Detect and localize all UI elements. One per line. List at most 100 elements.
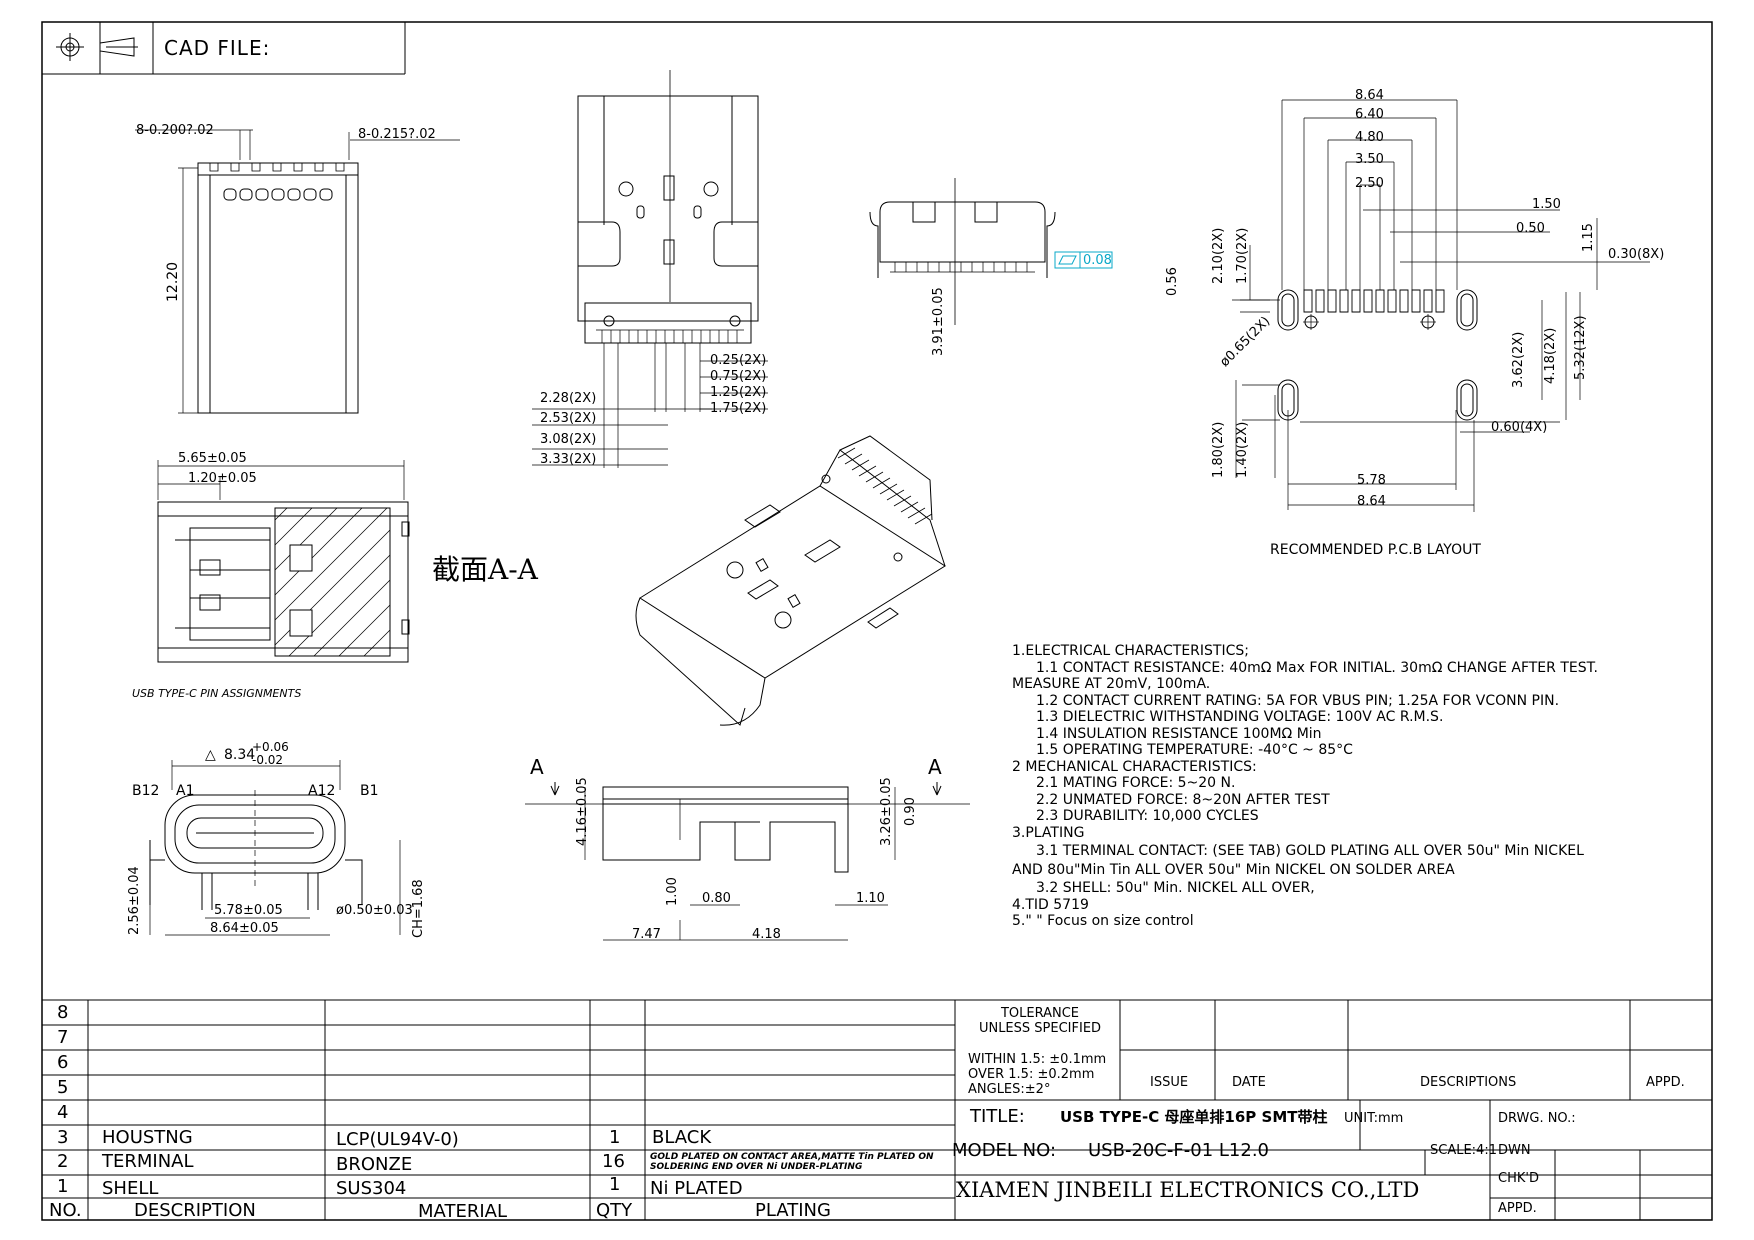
side-height: 3.91±0.05 — [931, 287, 946, 356]
note-line: AND 80u"Min Tin ALL OVER 50u" Min NICKEL… — [1012, 861, 1455, 878]
notes-block: 1.ELECTRICAL CHARACTERISTICS; 1.1 CONTAC… — [1012, 643, 1598, 930]
cad-file-label: CAD FILE: — [164, 36, 271, 60]
pcb-caption: RECOMMENDED P.C.B LAYOUT — [1270, 542, 1481, 558]
end-view-tol-minus: -0.02 — [252, 753, 284, 767]
pcb-left-dim-5: 1.80(2X) — [1211, 421, 1226, 478]
note-line: 3.1 TERMINAL CONTACT: (SEE TAB) GOLD PLA… — [1036, 843, 1584, 859]
pcb-bottom-dim-1: 5.78 — [1357, 473, 1386, 488]
section-width-1: 5.65±0.05 — [178, 451, 247, 466]
note-line: 2.2 UNMATED FORCE: 8~20N AFTER TEST — [1036, 791, 1330, 808]
pcb-top-dim-1: 8.64 — [1355, 88, 1384, 103]
top-view — [135, 130, 460, 413]
end-view-width: 8.34 — [224, 747, 256, 763]
front-dim-3: 1.25(2X) — [710, 385, 767, 400]
front-dim-1: 0.25(2X) — [710, 353, 767, 368]
bom-material: SUS304 — [336, 1178, 407, 1199]
pcb-top-dim-5: 2.50 — [1355, 176, 1384, 191]
front-dim-8: 3.33(2X) — [540, 452, 597, 467]
elevation-h2: 3.26±0.05 — [879, 777, 894, 846]
pcb-left-dim-1: 0.56 — [1165, 267, 1180, 296]
side-flatness: 0.08 — [1083, 253, 1112, 268]
end-view-tol-plus: +0.06 — [252, 740, 289, 754]
pcb-right-dim-2: 0.50 — [1516, 221, 1545, 236]
title-block-lines — [42, 1000, 1712, 1220]
descriptions-label: DESCRIPTIONS — [1420, 1075, 1517, 1090]
bom-plating: Ni PLATED — [650, 1178, 743, 1199]
elevation-l1: 7.47 — [632, 927, 661, 942]
note-line: 2.1 MATING FORCE: 5~20 N. — [1036, 775, 1236, 791]
unit-label: UNIT:mm — [1344, 1111, 1404, 1126]
note-line: MEASURE AT 20mV, 100mA. — [1012, 676, 1211, 692]
pcb-vert-dim-2: 4.18(2X) — [1543, 327, 1558, 384]
top-view-dim-left: 8-0.200?.02 — [136, 123, 214, 138]
bom-no: 2 — [57, 1151, 69, 1172]
appd-label: APPD. — [1646, 1075, 1685, 1090]
issue-label: ISSUE — [1150, 1075, 1189, 1090]
bom-no: 1 — [57, 1176, 69, 1197]
title-value: USB TYPE-C 母座单排16P SMT带柱 — [1060, 1108, 1328, 1126]
projection-symbol-icon — [56, 33, 138, 61]
model-no-label: MODEL NO: — [952, 1140, 1057, 1161]
bom-header-material: MATERIAL — [418, 1201, 507, 1222]
bom-plating: BLACK — [652, 1127, 712, 1148]
pcb-top-dim-3: 4.80 — [1355, 130, 1384, 145]
isometric-view — [636, 436, 945, 725]
top-view-dim-right: 8-0.215?.02 — [358, 127, 436, 142]
bom-plating: GOLD PLATED ON CONTACT AREA,MATTE Tin PL… — [650, 1152, 934, 1172]
bom-header-no: NO. — [49, 1200, 82, 1221]
note-line: 5." " Focus on size control — [1012, 913, 1194, 929]
section-arrow-a-left: A — [530, 755, 544, 779]
bom-qty: 16 — [602, 1151, 625, 1172]
note-line: 2.3 DURABILITY: 10,000 CYCLES — [1036, 808, 1259, 824]
sheet-border — [42, 22, 1712, 1220]
company-name: XIAMEN JINBEILI ELECTRONICS CO.,LTD — [956, 1178, 1420, 1202]
elevation-h1: 4.16±0.05 — [575, 777, 590, 846]
note-line: 3.PLATING — [1012, 824, 1085, 841]
front-dim-2: 0.75(2X) — [710, 369, 767, 384]
tolerance-over: OVER 1.5: ±0.2mm — [968, 1067, 1095, 1082]
section-width-2: 1.20±0.05 — [188, 471, 257, 486]
bom-material: LCP(UL94V-0) — [336, 1129, 459, 1150]
elevation-d1: 1.00 — [665, 877, 680, 906]
dwn-label: DWN — [1498, 1143, 1531, 1158]
drwg-no-label: DRWG. NO.: — [1498, 1111, 1576, 1126]
section-caption: USB TYPE-C PIN ASSIGNMENTS — [132, 687, 302, 700]
section-a-a — [158, 460, 409, 662]
elevation-d2: 0.80 — [702, 891, 731, 906]
front-view — [532, 70, 768, 468]
elevation-l2: 4.18 — [752, 927, 781, 942]
elevation-h3: 0.90 — [903, 797, 918, 826]
bom-row-number: 6 — [57, 1052, 69, 1073]
end-view-pitch-2: 8.64±0.05 — [210, 921, 279, 936]
bom-row-number: 5 — [57, 1077, 69, 1098]
bom-qty: 1 — [609, 1174, 621, 1195]
pcb-vert-dim-3: 5.32(12X) — [1573, 315, 1588, 380]
tolerance-within: WITHIN 1.5: ±0.1mm — [968, 1052, 1107, 1067]
note-line: 2 MECHANICAL CHARACTERISTICS: — [1012, 758, 1257, 775]
pin-label-b12: B12 — [132, 783, 160, 799]
pcb-left-dim-6: 1.40(2X) — [1235, 421, 1250, 478]
note-line: 1.4 INSULATION RESISTANCE 100MΩ Min — [1036, 725, 1322, 742]
end-view-dim-prefix: △ — [205, 747, 216, 763]
section-arrow-a-right: A — [928, 755, 942, 779]
bom-row-number: 7 — [57, 1027, 69, 1048]
side-view — [870, 178, 1112, 325]
pcb-bottom-dim-2: 8.64 — [1357, 494, 1386, 509]
bom-description: SHELL — [102, 1178, 159, 1199]
bom-row-number: 8 — [57, 1002, 69, 1023]
pcb-top-dim-2: 6.40 — [1355, 107, 1384, 122]
note-line: 1.1 CONTACT RESISTANCE: 40mΩ Max FOR INI… — [1036, 659, 1598, 676]
date-label: DATE — [1232, 1075, 1266, 1090]
front-dim-5: 2.28(2X) — [540, 391, 597, 406]
pcb-right-dim-4: 0.30(8X) — [1608, 247, 1665, 262]
chkd-label: CHK'D — [1498, 1171, 1539, 1186]
note-line: 3.2 SHELL: 50u" Min. NICKEL ALL OVER, — [1036, 880, 1315, 896]
pcb-layout — [1232, 100, 1650, 512]
scale-label: SCALE:4:1 — [1430, 1143, 1497, 1158]
bom-row-number: 4 — [57, 1102, 69, 1123]
note-line: 4.TID 5719 — [1012, 896, 1089, 913]
tolerance-angles: ANGLES:±2° — [968, 1082, 1051, 1097]
model-no-value: USB-20C-F-01 L12.0 — [1088, 1140, 1269, 1161]
